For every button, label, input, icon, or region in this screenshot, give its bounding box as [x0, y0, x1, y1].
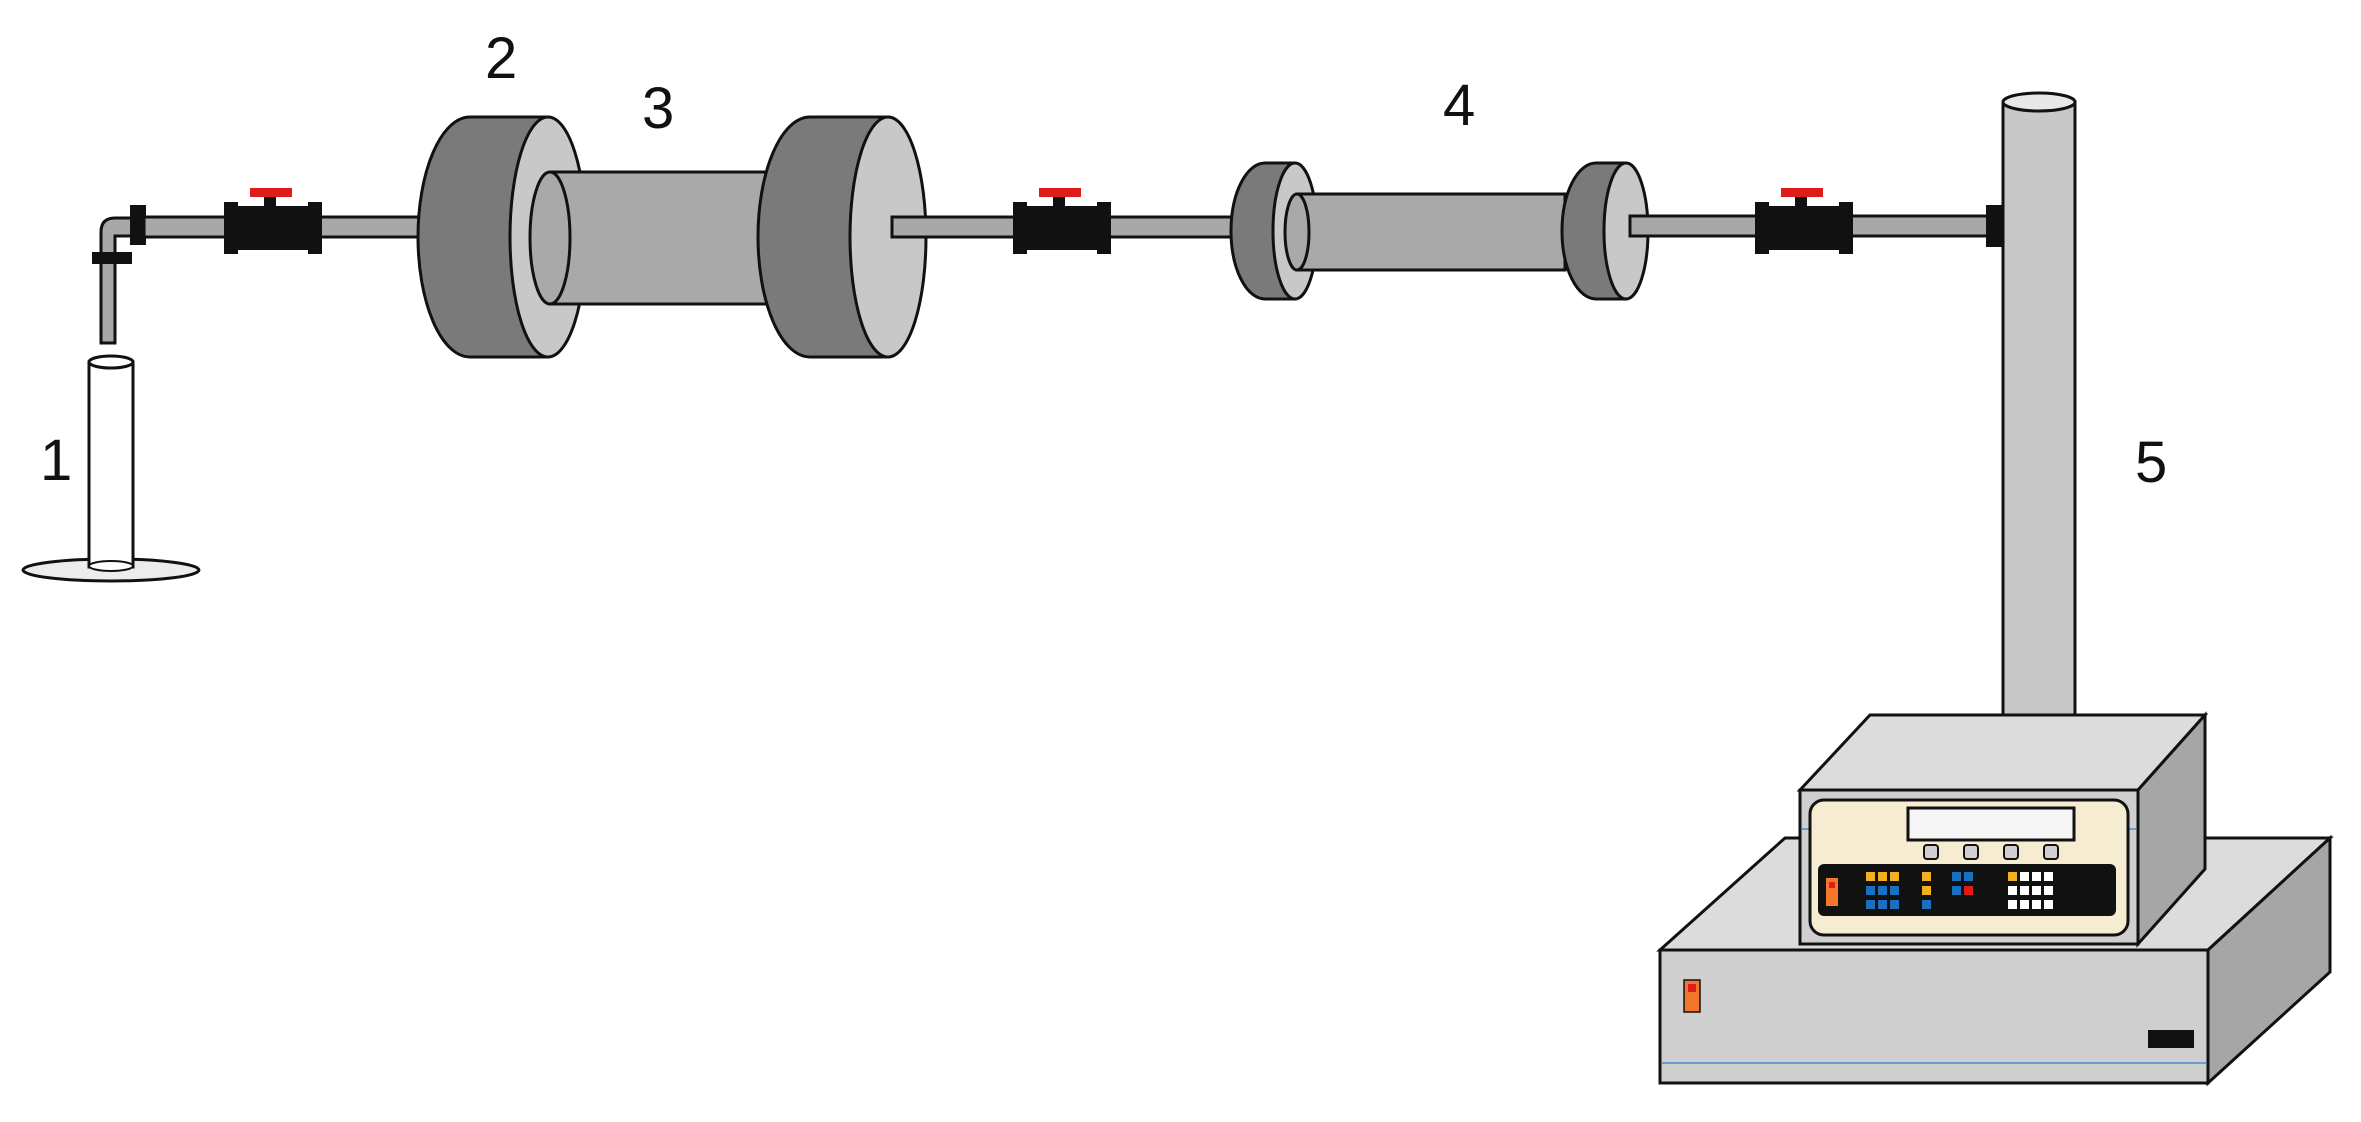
valve-3[interactable]	[1755, 188, 1853, 254]
display-screen	[1906, 806, 2076, 842]
base-slot	[2148, 1030, 2194, 1048]
label-5: 5	[2135, 430, 2167, 495]
valve-2-handle[interactable]	[1039, 188, 1081, 197]
controller-unit	[1796, 711, 2209, 948]
label-1: 1	[40, 428, 72, 493]
valve-2[interactable]	[1013, 188, 1111, 254]
inlet-tube-stand	[21, 354, 201, 583]
valve-1[interactable]	[224, 188, 322, 254]
valve-1-handle[interactable]	[250, 188, 292, 197]
label-2: 2	[485, 26, 517, 91]
inlet-elbow-pipe	[92, 205, 146, 345]
small-chamber	[1229, 161, 1650, 301]
keypad[interactable]	[1818, 864, 2116, 916]
knob-row[interactable]	[1923, 844, 2059, 860]
vertical-column	[1986, 91, 2077, 724]
large-chamber	[416, 115, 928, 359]
label-3: 3	[642, 76, 674, 141]
label-4: 4	[1443, 73, 1475, 138]
valve-3-handle[interactable]	[1781, 188, 1823, 197]
